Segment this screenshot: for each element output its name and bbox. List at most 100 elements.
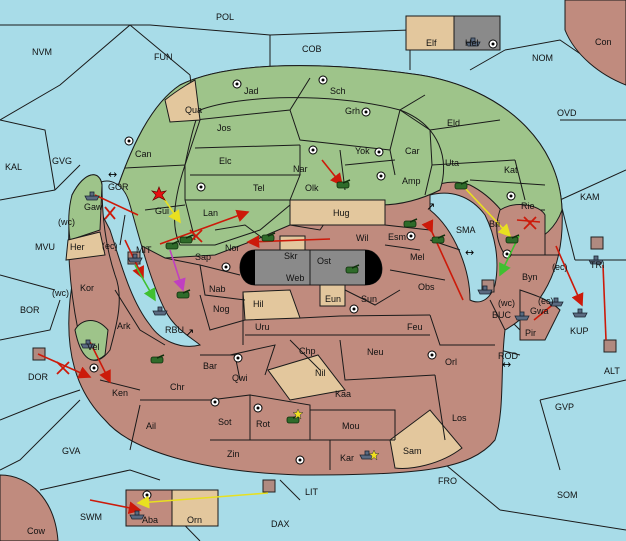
ship-icon (572, 308, 588, 318)
sea-sma[interactable] (429, 192, 498, 303)
province-her[interactable] (65, 231, 106, 261)
label-som: SOM (557, 490, 578, 500)
label-pir: Pir (525, 328, 536, 338)
explosion-icon (150, 186, 168, 201)
label-kal: KAL (5, 162, 22, 172)
label-mel: Mel (410, 252, 425, 262)
label-can: Can (135, 149, 152, 159)
label-eld: Eld (447, 118, 460, 128)
label-olk: Olk (305, 183, 319, 193)
province-hug[interactable] (289, 199, 386, 226)
province-hil[interactable] (242, 289, 301, 321)
label-nvm: NVM (32, 47, 52, 57)
label-gor: GOR (108, 182, 129, 192)
label-bor: BOR (20, 305, 40, 315)
label-qua: Qua (185, 105, 202, 115)
tank-icon (179, 234, 194, 244)
province-vel[interactable] (74, 320, 109, 361)
label-gvp: GVP (555, 402, 574, 412)
label-jad: Jad (244, 86, 259, 96)
label-aba: Aba (142, 515, 158, 525)
label-yok: Yok (355, 146, 370, 156)
star-icon (368, 449, 380, 461)
label-sch: Sch (330, 86, 346, 96)
label-bri: Bri (489, 219, 500, 229)
capsule-center (239, 249, 383, 286)
label-ail: Ail (146, 421, 156, 431)
label-kup: KUP (570, 326, 589, 336)
army-units (150, 179, 520, 424)
label-wc3: (wc) (52, 288, 69, 298)
south-borders (99, 239, 506, 470)
supply-centers (89, 39, 516, 500)
label-con: Con (595, 37, 612, 47)
label-cob: COB (302, 44, 322, 54)
label-ovd: OVD (557, 108, 577, 118)
province-elf[interactable] (405, 15, 455, 51)
label-ark: Ark (117, 321, 131, 331)
label-gwa: Gwa (530, 306, 549, 316)
fort-alt (603, 339, 617, 353)
label-wc1: (wc) (58, 217, 75, 227)
label-rbu: RBU (165, 325, 184, 335)
label-kat: Kat (504, 165, 518, 175)
ship-icon (588, 255, 604, 265)
label-jos: Jos (217, 123, 232, 133)
label-wil: Wil (356, 233, 369, 243)
label-nar: Nar (293, 164, 308, 174)
sea-mit[interactable] (93, 180, 201, 347)
ship-icon (129, 510, 145, 520)
label-elf: Elf (426, 38, 437, 48)
label-los: Los (452, 413, 467, 423)
label-kor: Kor (80, 283, 94, 293)
star-icon (292, 408, 304, 420)
label-elc: Elc (219, 156, 232, 166)
tank-icon (150, 354, 165, 364)
label-tri: TRI (590, 260, 605, 270)
label-grh: Grh (345, 106, 360, 116)
tank-icon (454, 180, 469, 190)
sea-borders (0, 24, 626, 541)
label-bar: Bar (203, 361, 217, 371)
label-esm: Esm (388, 232, 406, 242)
province-orn[interactable] (171, 489, 219, 527)
capsule-right-cap (365, 250, 382, 285)
label-gvg: GVG (52, 156, 72, 166)
label-uru: Uru (255, 322, 270, 332)
label-chr: Chr (170, 382, 185, 392)
province-gaw[interactable] (68, 174, 103, 241)
failed-order-marks (56, 206, 537, 375)
tank-icon (336, 179, 351, 189)
label-wc2: (wc) (498, 298, 515, 308)
province-nil[interactable] (267, 354, 346, 401)
label-fun: FUN (154, 52, 173, 62)
label-gva: GVA (62, 446, 80, 456)
label-eun: Eun (325, 294, 341, 304)
province-qua[interactable] (164, 79, 201, 123)
ship-icon (84, 191, 100, 201)
fort-tri (590, 236, 604, 250)
label-web: Web (286, 273, 304, 283)
label-sot: Sot (218, 417, 232, 427)
label-byn: Byn (522, 272, 538, 282)
label-nab: Nab (209, 284, 226, 294)
label-vel: Vel (87, 342, 100, 352)
label-swm: SWM (80, 512, 102, 522)
label-nor: Nor (225, 243, 240, 253)
label-ec1: (ec) (102, 241, 118, 251)
label-tel: Tel (253, 183, 265, 193)
label-feu: Feu (407, 322, 423, 332)
label-car: Car (405, 146, 420, 156)
label-lan: Lan (203, 208, 218, 218)
province-sam[interactable] (389, 409, 463, 469)
ship-icon (152, 306, 168, 316)
label-sap: Sap (195, 252, 211, 262)
label-kam: KAM (580, 192, 600, 202)
tank-icon (431, 234, 446, 244)
label-rie: Rie (521, 201, 535, 211)
capsule-left-cap (240, 250, 255, 285)
label-nil: Nil (315, 368, 326, 378)
label-neu: Neu (367, 347, 384, 357)
double-arrow-icon: ↔ (465, 246, 474, 259)
